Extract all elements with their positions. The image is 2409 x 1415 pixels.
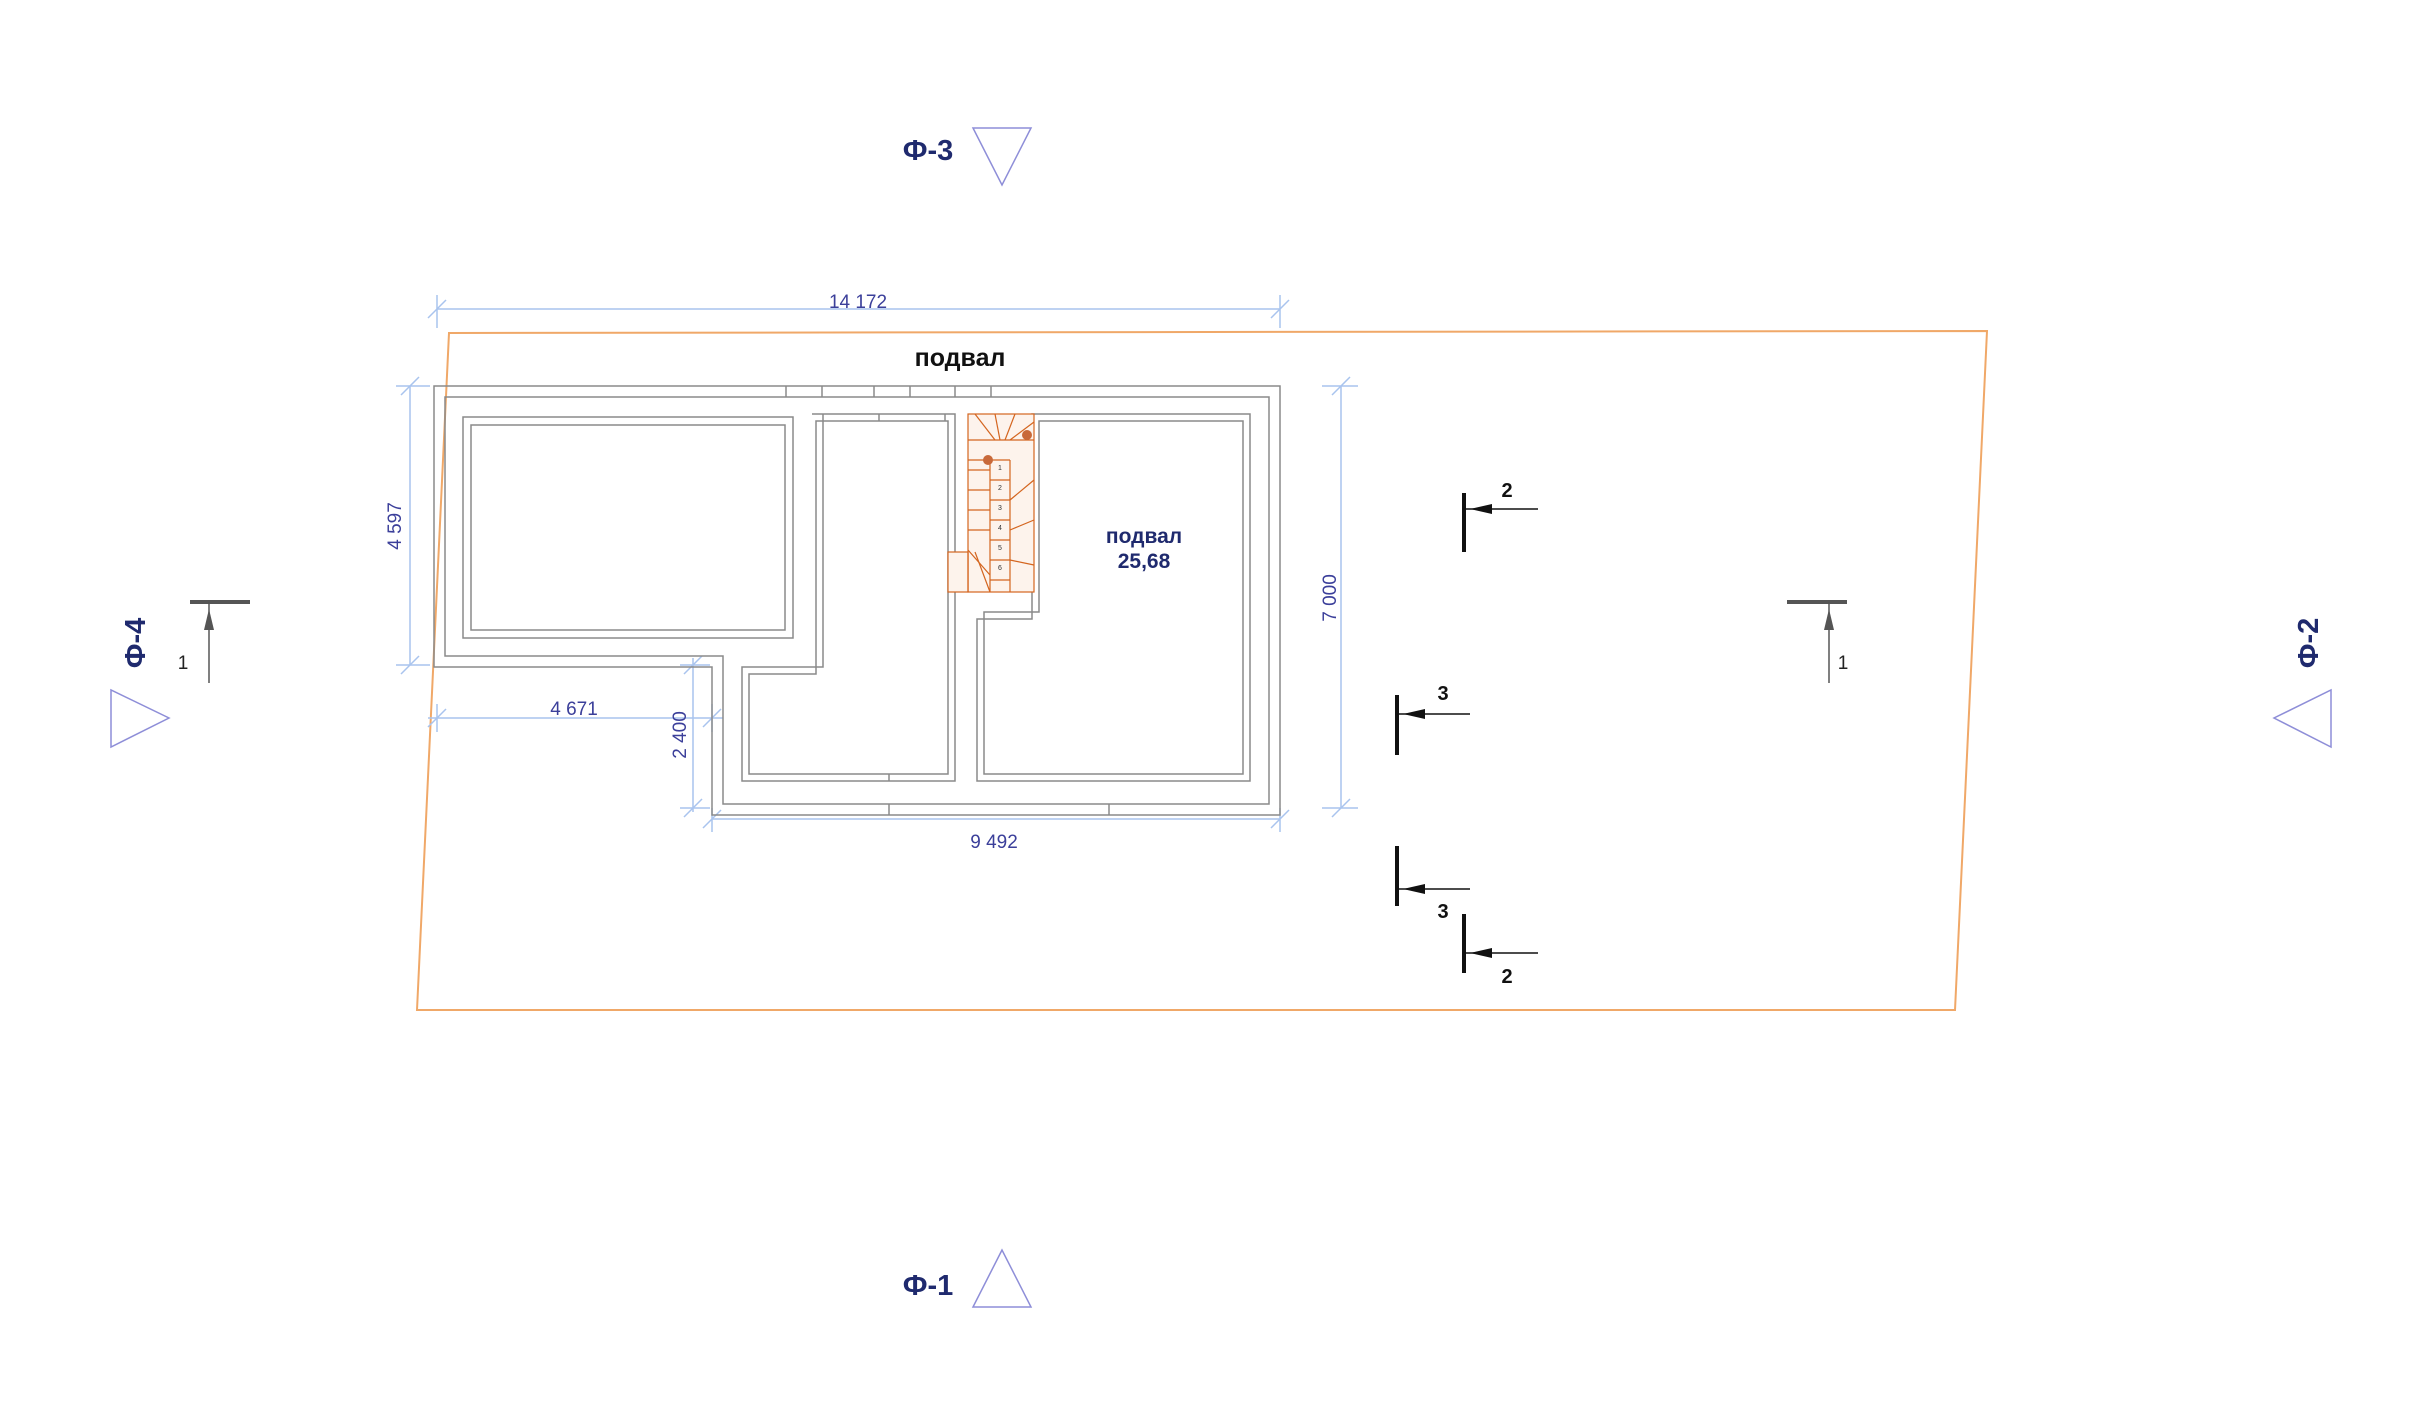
section-marker-2-top: [1462, 493, 1538, 552]
section-marker-1-right: [1787, 600, 1847, 683]
dimension-bottom-width: [702, 808, 1290, 832]
staircase: [947, 413, 1035, 593]
dimension-left-height: [396, 376, 430, 675]
dimension-step-height: [680, 655, 710, 818]
dimension-overall-width-text: 14 172: [829, 292, 887, 313]
section-marker-3-bottom: [1395, 846, 1470, 906]
building-walls: [433, 385, 1281, 816]
elevation-marker-f2: Ф-2: [2272, 618, 2332, 749]
dimension-left-height-text: 4 597: [385, 502, 406, 550]
elevation-marker-f3: Ф-3: [903, 127, 1033, 187]
section-marker-2-bottom: [1462, 914, 1538, 973]
elevation-label-f2: Ф-2: [2293, 618, 2325, 669]
plan-title: подвал: [915, 344, 1006, 372]
section-label-3-bottom: 3: [1437, 901, 1448, 923]
stair-step-number-6: 6: [998, 565, 1002, 572]
stair-step-number-3: 3: [998, 505, 1002, 512]
elevation-marker-f4: Ф-4: [110, 618, 171, 749]
elevation-label-f3: Ф-3: [903, 135, 954, 167]
elevation-label-f4: Ф-4: [120, 618, 152, 669]
section-label-3-top: 3: [1437, 683, 1448, 705]
stair-newel-post-top: [1022, 430, 1032, 440]
stair-step-number-4: 4: [998, 525, 1002, 532]
stair-step-number-5: 5: [998, 545, 1002, 552]
dimension-step-height-text: 2 400: [670, 711, 691, 759]
triangle-up-icon: [971, 1248, 1033, 1308]
elevation-marker-f1: Ф-1: [903, 1248, 1033, 1308]
site-boundary: [415, 329, 1989, 1011]
dimension-right-height: [1322, 376, 1358, 818]
section-marker-1-left: [190, 600, 250, 683]
room-area-basement: 25,68: [1118, 550, 1171, 573]
stair-step-number-2: 2: [998, 485, 1002, 492]
section-label-2-bottom: 2: [1501, 966, 1512, 988]
triangle-left-icon: [2272, 688, 2332, 749]
elevation-label-f1: Ф-1: [903, 1270, 954, 1302]
section-marker-3-top: [1395, 695, 1470, 755]
stair-newel-post-mid: [983, 455, 993, 465]
stair-step-number-1: 1: [998, 465, 1002, 472]
triangle-down-icon: [971, 127, 1033, 187]
section-label-1-left: 1: [178, 653, 189, 674]
section-label-1-right: 1: [1838, 653, 1849, 674]
dimension-overall-width: [427, 295, 1290, 328]
section-label-2-top: 2: [1501, 480, 1512, 502]
dimension-right-height-text: 7 000: [1320, 574, 1341, 622]
dimension-bottom-width-text: 9 492: [970, 832, 1018, 853]
room-name-basement: подвал: [1106, 525, 1182, 548]
dimension-left-wing-width-text: 4 671: [550, 699, 598, 720]
triangle-right-icon: [110, 688, 171, 749]
